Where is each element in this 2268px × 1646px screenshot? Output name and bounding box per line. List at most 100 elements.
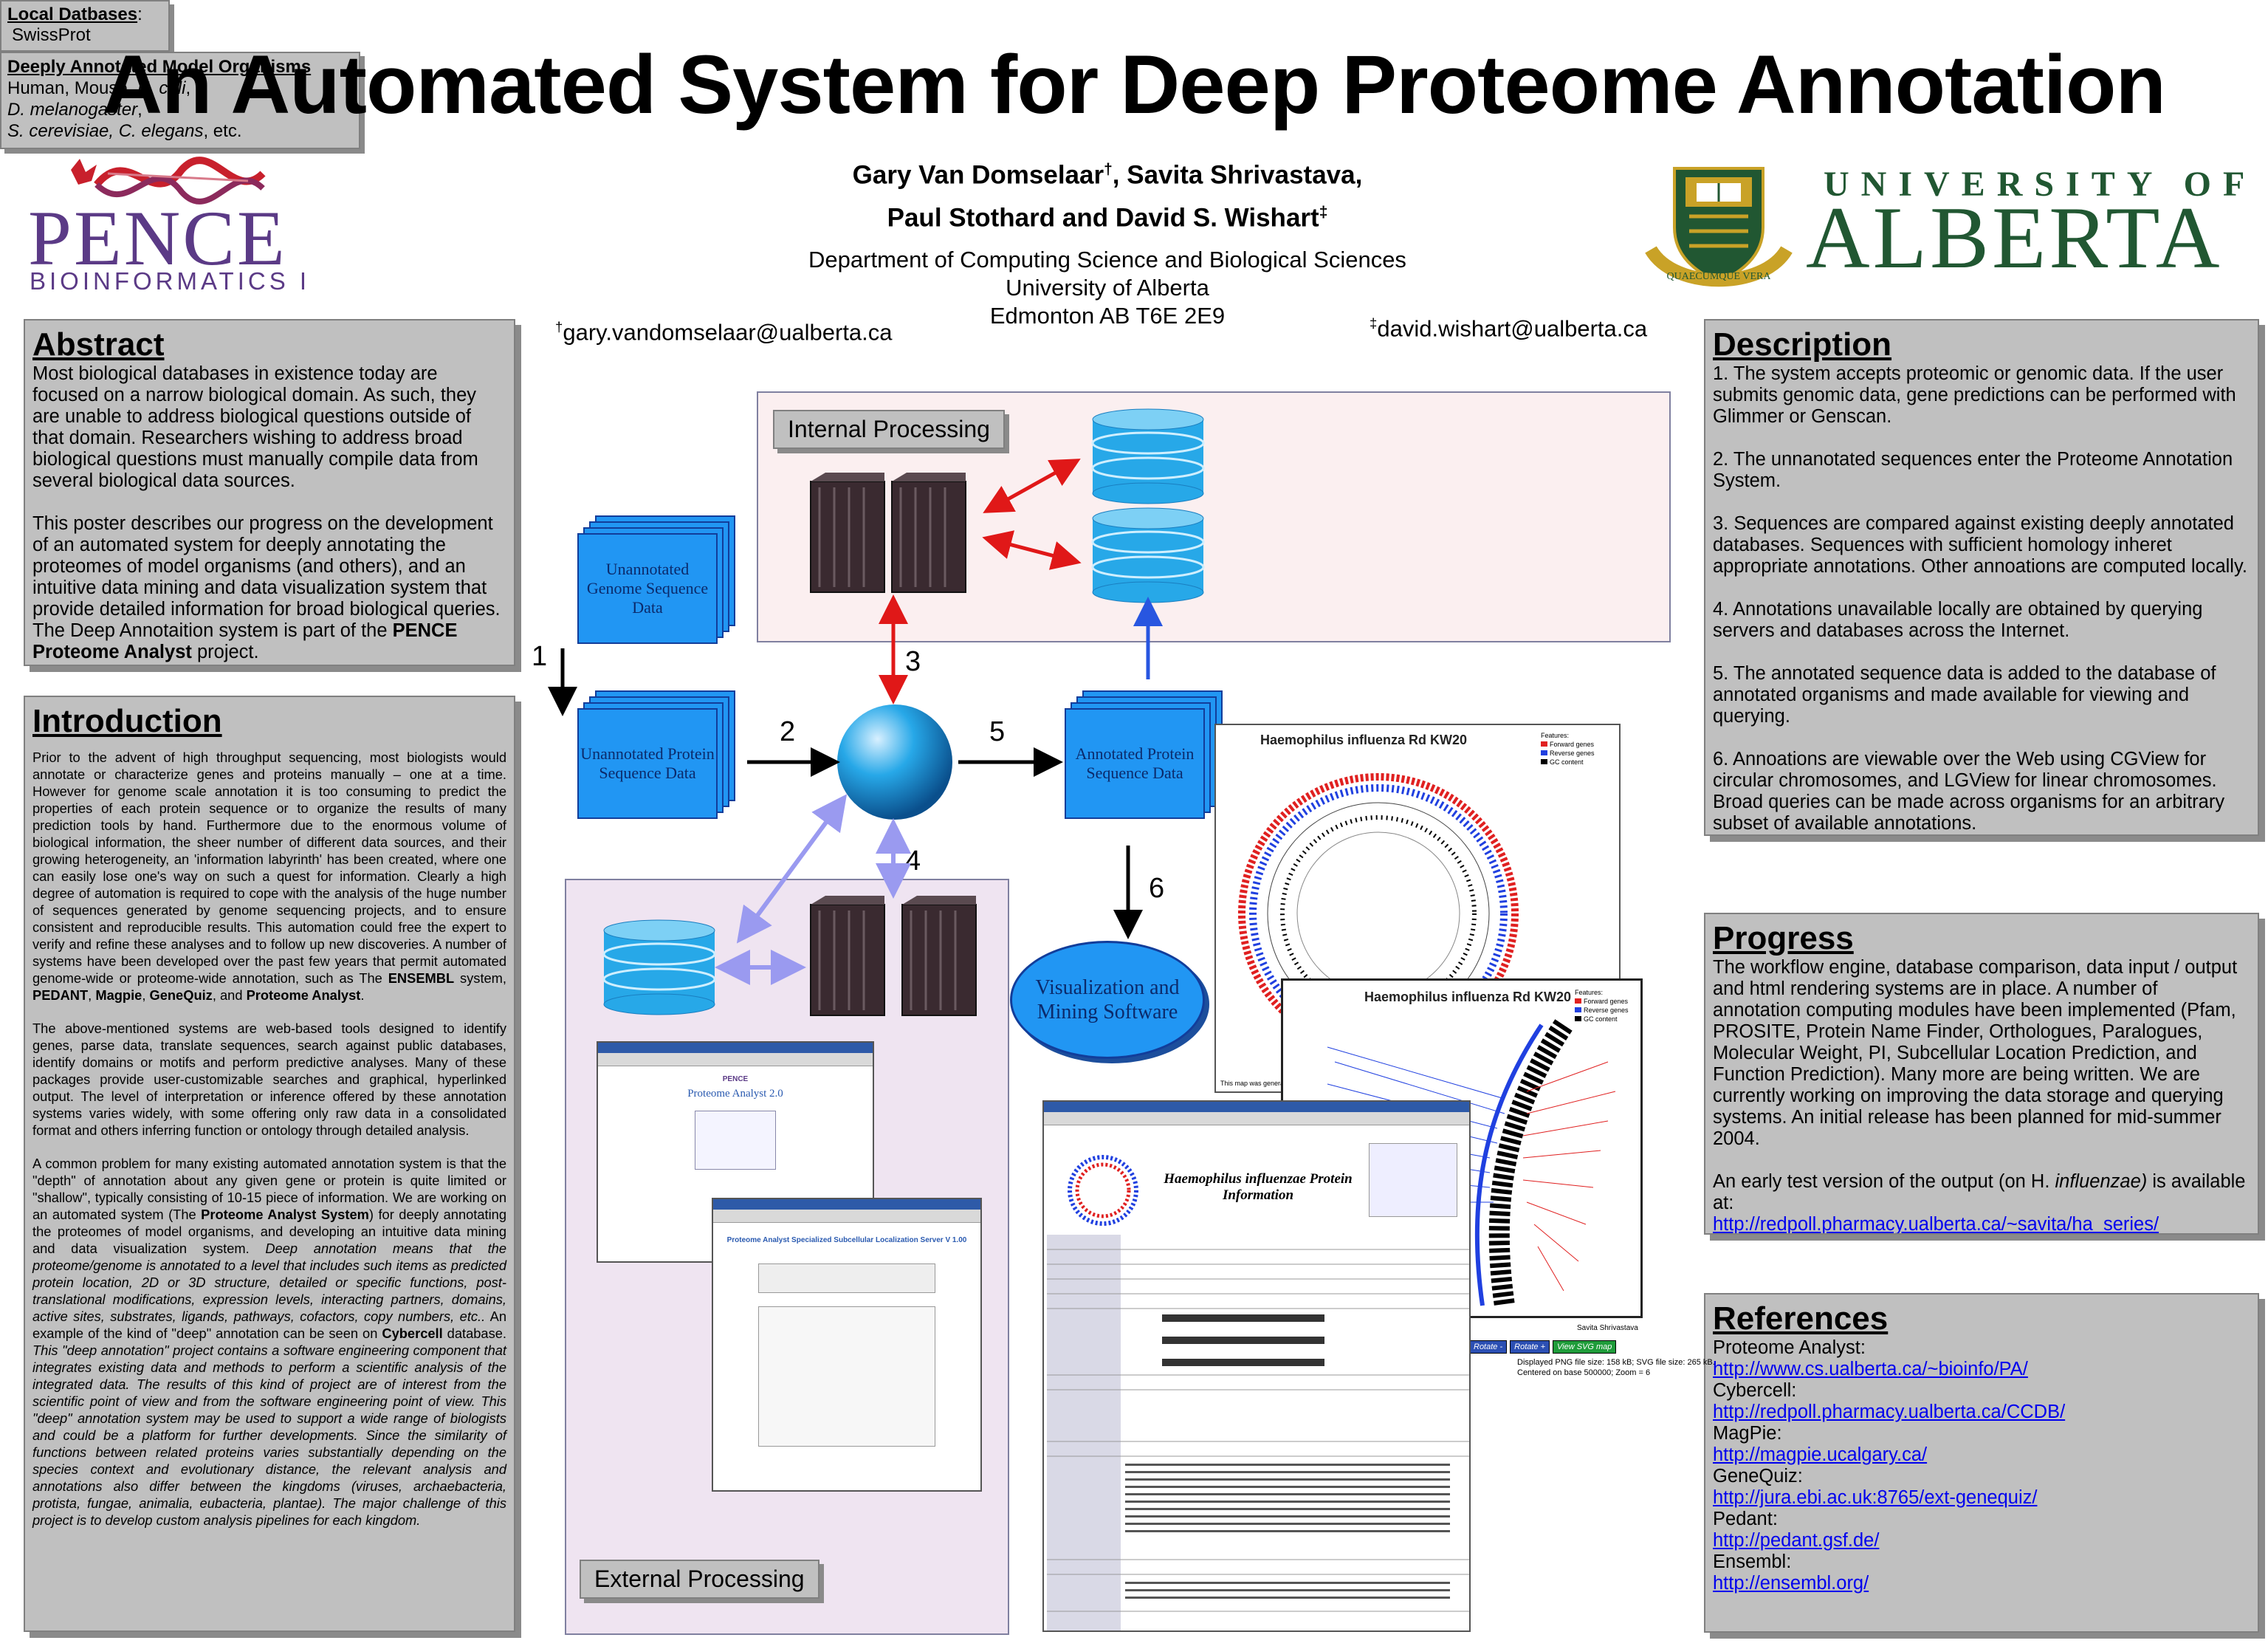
abstract-body: Most biological databases in existence t… bbox=[32, 363, 506, 663]
rotate-plus-button[interactable]: Rotate + bbox=[1510, 1340, 1550, 1354]
affiliation-line3: Edmonton AB T6E 2E9 bbox=[989, 303, 1226, 329]
author-line1b: , Savita Shrivastava, bbox=[1112, 160, 1363, 190]
subcellular-localization-screenshot: Proteome Analyst Specialized Subcellular… bbox=[712, 1198, 982, 1492]
description-body: 1. The system accepts proteomic or genom… bbox=[1713, 363, 2247, 834]
ref-name: Cybercell: bbox=[1713, 1380, 1797, 1401]
view-svg-button[interactable]: View SVG map bbox=[1553, 1340, 1617, 1354]
arrow-model-db bbox=[982, 530, 1082, 570]
step-5: 5 bbox=[989, 716, 1006, 747]
arrow-external-db bbox=[736, 794, 848, 944]
ua-alberta-text: ALBERTA bbox=[1806, 188, 2223, 287]
references-panel: References Proteome Analyst: http://www.… bbox=[1704, 1293, 2259, 1633]
external-server-icon bbox=[810, 896, 977, 1016]
step-3: 3 bbox=[905, 646, 921, 677]
references-list: Proteome Analyst: http://www.cs.ualberta… bbox=[1713, 1337, 2250, 1594]
ref-name: Pedant: bbox=[1713, 1509, 1778, 1529]
protein-info-table bbox=[1047, 1235, 1469, 1630]
slp-title: Proteome Analyst Specialized Subcellular… bbox=[726, 1236, 967, 1244]
authors: Gary Van Domselaar†, Savita Shrivastava,… bbox=[738, 151, 1477, 236]
introduction-heading: Introduction bbox=[32, 703, 222, 739]
intro-p1: Prior to the advent of high throughput s… bbox=[32, 750, 506, 1003]
email-wishart[interactable]: ‡david.wishart@ualberta.ca bbox=[1370, 315, 1648, 342]
cgview-zoom-title: Haemophilus influenza Rd KW20 bbox=[1364, 990, 1572, 1004]
progress-p2: An early test version of the output (on … bbox=[1713, 1171, 2246, 1213]
abstract-panel: Abstract Most biological databases in ex… bbox=[24, 319, 515, 666]
author-line2: Paul Stothard and David S. Wishart bbox=[887, 203, 1319, 233]
visualization-software-node: Visualization and Mining Software bbox=[1010, 941, 1205, 1059]
arrow-local-db bbox=[983, 459, 1081, 513]
slp-options bbox=[758, 1306, 935, 1447]
protein-info-screenshot: Haemophilus influenzae Protein Informati… bbox=[1042, 1100, 1471, 1632]
intro-p3: A common problem for many existing autom… bbox=[32, 1156, 507, 1528]
ua-crest-icon: QUAECUMQUE VERA bbox=[1645, 167, 1793, 287]
server-icon bbox=[810, 473, 966, 593]
internal-processing-label: Internal Processing bbox=[773, 410, 1005, 449]
progress-p1: The workflow engine, database comparison… bbox=[1713, 957, 2238, 1149]
protein-stack-label: Unannotated Protein Sequence Data bbox=[577, 708, 718, 819]
ua-university-text: UNIVERSITY OF bbox=[1824, 165, 2257, 204]
ref-link-ensembl[interactable]: http://ensembl.org/ bbox=[1713, 1573, 1869, 1594]
description-panel: Description 1. The system accepts proteo… bbox=[1704, 319, 2259, 836]
references-heading: References bbox=[1713, 1300, 1889, 1337]
progress-body: The workflow engine, database comparison… bbox=[1713, 957, 2250, 1235]
model-organisms-box: Deeply Annotated Model Organisms Human, … bbox=[0, 52, 360, 149]
cgview-title: Haemophilus influenza Rd KW20 bbox=[1260, 733, 1468, 747]
ref-name: GeneQuiz: bbox=[1713, 1466, 1803, 1486]
ref-link-genequiz[interactable]: http://jura.ebi.ac.uk:8765/ext-genequiz/ bbox=[1713, 1487, 2038, 1508]
ref-link-magpie[interactable]: http://magpie.ucalgary.ca/ bbox=[1713, 1444, 1928, 1465]
step-6: 6 bbox=[1149, 873, 1165, 904]
ref-link-proteome-analyst[interactable]: http://www.cs.ualberta.ca/~bioinfo/PA/ bbox=[1713, 1359, 2028, 1379]
ddagger-mark: ‡ bbox=[1319, 203, 1328, 221]
progress-link[interactable]: http://redpoll.pharmacy.ualberta.ca/~sav… bbox=[1713, 1214, 2159, 1235]
introduction-body: Prior to the advent of high throughput s… bbox=[32, 749, 506, 1529]
poster-title: An Automated System for Deep Proteome An… bbox=[103, 38, 2166, 131]
cgview-legend: Features: Forward genes Reverse genes GC… bbox=[1541, 732, 1595, 766]
email-van-domselaar[interactable]: †gary.vandomselaar@ualberta.ca bbox=[555, 319, 893, 346]
abstract-heading: Abstract bbox=[32, 326, 165, 363]
pence-logo-icon bbox=[71, 157, 266, 205]
ua-motto: QUAECUMQUE VERA bbox=[1667, 271, 1772, 282]
proteome-analyst-title: Proteome Analyst 2.0 bbox=[687, 1088, 783, 1100]
external-database-icon bbox=[602, 919, 716, 1015]
pence-small-logo: PENCE bbox=[722, 1075, 749, 1083]
genome-stack-label: Unannotated Genome Sequence Data bbox=[577, 533, 718, 644]
description-heading: Description bbox=[1713, 326, 1892, 363]
pence-wordmark: PENCE bbox=[28, 195, 287, 281]
intro-p2: The above-mentioned systems are web-base… bbox=[32, 1021, 506, 1138]
ref-link-cybercell[interactable]: http://redpoll.pharmacy.ualberta.ca/CCDB… bbox=[1713, 1402, 2066, 1422]
progress-heading: Progress bbox=[1713, 920, 1854, 956]
abstract-p1: Most biological databases in existence t… bbox=[32, 363, 478, 491]
model-organism-database-icon bbox=[1091, 507, 1205, 603]
ref-name: Proteome Analyst: bbox=[1713, 1337, 1866, 1358]
affiliation: Department of Computing Science and Biol… bbox=[738, 246, 1477, 330]
menu-box bbox=[695, 1111, 776, 1170]
genome-sequence-stack: Unannotated Genome Sequence Data bbox=[577, 515, 740, 648]
affiliation-line2: University of Alberta bbox=[1006, 275, 1209, 301]
protein-info-title: Haemophilus influenzae Protein Informati… bbox=[1164, 1171, 1353, 1203]
author-credit: Savita Shrivastava bbox=[1577, 1324, 1638, 1332]
step-2: 2 bbox=[780, 716, 796, 747]
step-1: 1 bbox=[532, 641, 548, 672]
ref-link-pedant[interactable]: http://pedant.gsf.de/ bbox=[1713, 1530, 1880, 1551]
rotate-minus-button[interactable]: Rotate - bbox=[1469, 1340, 1508, 1354]
dagger-mark: † bbox=[1104, 161, 1113, 178]
annotated-stack-label: Annotated Protein Sequence Data bbox=[1065, 708, 1205, 819]
progress-panel: Progress The workflow engine, database c… bbox=[1704, 913, 2259, 1235]
affiliation-line1: Department of Computing Science and Biol… bbox=[808, 247, 1406, 272]
mini-genome-icon bbox=[1068, 1155, 1138, 1226]
slp-form bbox=[758, 1263, 935, 1293]
cgview-controls: Rotate - Rotate + View SVG map bbox=[1469, 1340, 1617, 1354]
mini-map-icon bbox=[1369, 1143, 1457, 1217]
abstract-p2: This poster describes our progress on th… bbox=[32, 513, 501, 662]
external-processing-label: External Processing bbox=[580, 1560, 819, 1599]
protein-sequence-stack: Unannotated Protein Sequence Data bbox=[577, 690, 740, 823]
local-databases-box: Local Datbases: SwissProt bbox=[0, 0, 170, 52]
annotation-engine-sphere bbox=[837, 704, 952, 820]
local-database-icon bbox=[1091, 408, 1205, 504]
cgview-zoom-legend: Features: Forward genes Reverse genes GC… bbox=[1575, 989, 1629, 1023]
cgview-caption: This map was generated bbox=[1220, 1080, 1293, 1087]
ref-name: MagPie: bbox=[1713, 1423, 1782, 1444]
introduction-panel: Introduction Prior to the advent of high… bbox=[24, 696, 515, 1632]
annotated-sequence-stack: Annotated Protein Sequence Data bbox=[1065, 690, 1227, 823]
